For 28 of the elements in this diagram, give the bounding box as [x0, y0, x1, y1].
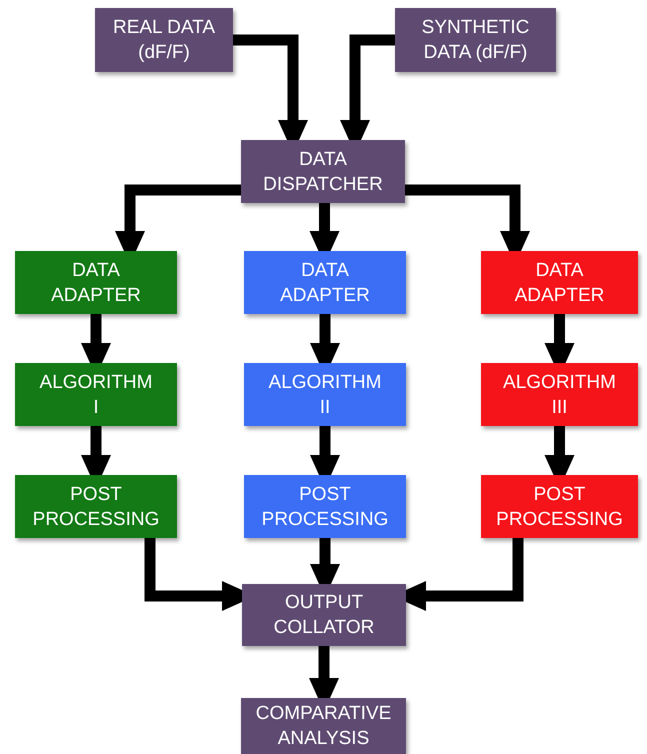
- box-label: DATA DISPATCHER: [262, 148, 384, 196]
- box-label: COMPARATIVE ANALYSIS: [256, 702, 392, 751]
- box-label: ALGORITHM III: [502, 370, 617, 420]
- process-box: [395, 8, 556, 72]
- process-box: [241, 698, 406, 754]
- process-box: [241, 140, 405, 203]
- box-label: DATA ADAPTER: [279, 258, 371, 308]
- process-box: [244, 475, 406, 538]
- process-box: [244, 363, 406, 426]
- box-label: ALGORITHM I: [38, 370, 154, 420]
- box-label: DATA ADAPTER: [514, 258, 606, 308]
- process-box: [15, 475, 177, 538]
- box-label: POST PROCESSING: [32, 482, 160, 532]
- box-label: OUTPUT COLLATOR: [272, 591, 376, 640]
- process-box: [95, 8, 233, 72]
- box-label: ALGORITHM II: [268, 370, 382, 420]
- process-box: [242, 584, 406, 646]
- process-box: [244, 251, 406, 314]
- box-label: POST PROCESSING: [262, 482, 388, 532]
- process-box: [481, 363, 638, 426]
- box-label: SYNTHETIC DATA (dF/F): [420, 16, 530, 65]
- box-label: REAL DATA (dF/F): [112, 16, 216, 65]
- box-label: POST PROCESSING: [496, 482, 623, 532]
- box-label: DATA ADAPTER: [50, 258, 142, 308]
- process-box: [481, 475, 638, 538]
- process-box: [15, 363, 177, 426]
- process-box: [15, 251, 177, 314]
- process-box: [481, 251, 638, 314]
